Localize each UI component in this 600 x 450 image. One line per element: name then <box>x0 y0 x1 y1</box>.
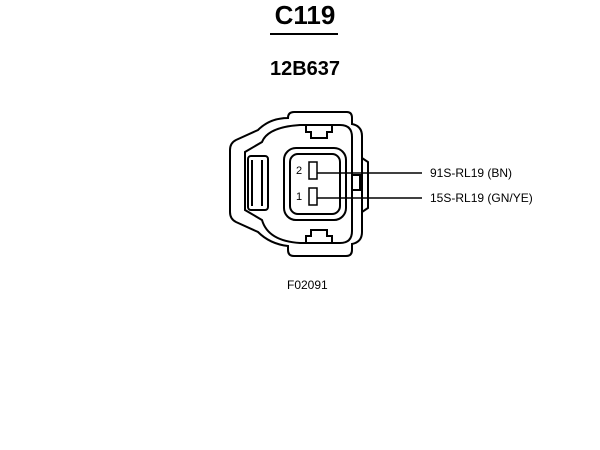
side-lock <box>352 174 361 191</box>
circuit-label-pin-2: 91S-RL19 (BN) <box>430 166 513 180</box>
pin-1 <box>308 187 318 206</box>
pin-2 <box>308 161 318 180</box>
bottom-key <box>305 229 333 243</box>
top-key <box>305 125 333 139</box>
figure-id: F02091 <box>287 278 328 292</box>
connector-inner-shell <box>244 124 353 244</box>
pin-number-2: 2 <box>296 165 303 177</box>
connector-outer-shell <box>229 111 363 257</box>
latch <box>247 155 269 211</box>
pin-cavity-inner <box>289 153 341 215</box>
connector-id: C119 <box>274 0 336 30</box>
part-number: 12B637 <box>269 58 341 80</box>
title-underline <box>270 33 338 35</box>
circuit-label-pin-1: 15S-RL19 (GN/YE) <box>430 191 533 205</box>
pin-cavity <box>283 147 347 221</box>
pin-number-1: 1 <box>296 191 303 203</box>
